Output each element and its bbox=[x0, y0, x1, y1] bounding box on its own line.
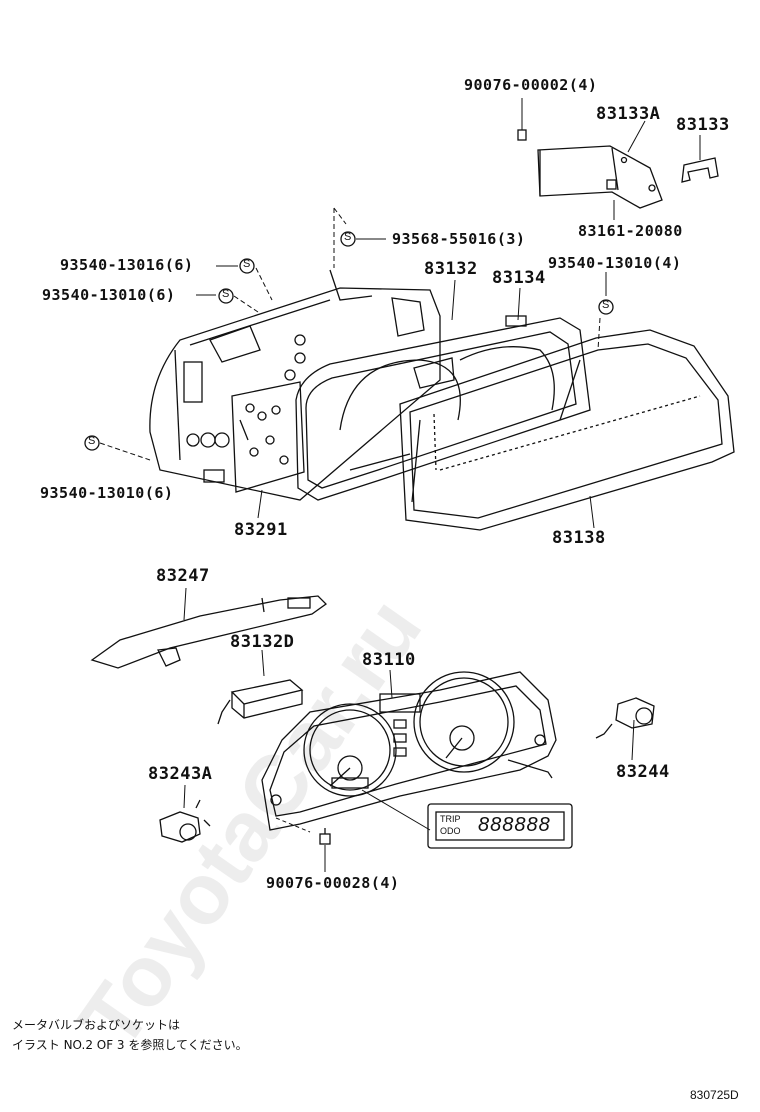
label-83244: 83244 bbox=[616, 762, 670, 782]
display-tag-odo: ODO bbox=[440, 826, 461, 836]
display-detail bbox=[427, 803, 573, 849]
s-symbol-4: S bbox=[602, 299, 610, 311]
label-83132d: 83132D bbox=[230, 632, 295, 652]
s-symbol-1: S bbox=[344, 231, 352, 243]
label-83133a: 83133A bbox=[596, 104, 661, 124]
s-symbols bbox=[84, 231, 614, 451]
label-93540-13016: 93540-13016(6) bbox=[60, 256, 194, 274]
label-83138: 83138 bbox=[552, 528, 606, 548]
label-93540-13010-a: 93540-13010(6) bbox=[42, 286, 176, 304]
s-symbol-2: S bbox=[243, 258, 251, 270]
label-bolt-top: 90076-00002(4) bbox=[464, 76, 598, 94]
part-83132d bbox=[217, 679, 304, 725]
s-symbol-3: S bbox=[222, 288, 230, 300]
dial-plate-83132 bbox=[295, 315, 591, 501]
label-93540-13010-b: 93540-13010(4) bbox=[548, 254, 682, 272]
label-83110: 83110 bbox=[362, 650, 416, 670]
lens-83138 bbox=[399, 329, 735, 531]
rear-housing bbox=[149, 269, 441, 501]
s-symbol-5: S bbox=[88, 435, 96, 447]
label-83132: 83132 bbox=[424, 259, 478, 279]
bracket-83133a bbox=[517, 129, 663, 209]
label-93540-13010-c: 93540-13010(6) bbox=[40, 484, 174, 502]
leader-lines bbox=[99, 98, 701, 872]
label-93568: 93568-55016(3) bbox=[392, 230, 526, 248]
bolt-bottom bbox=[319, 828, 331, 845]
socket-83244 bbox=[595, 697, 655, 739]
display-digits: 888888 bbox=[478, 814, 551, 836]
label-83133: 83133 bbox=[676, 115, 730, 135]
note-line-2: イラスト NO.2 OF 3 を参照してください。 bbox=[12, 1038, 248, 1052]
socket-83243a bbox=[159, 799, 211, 843]
label-bolt-bottom: 90076-00028(4) bbox=[266, 874, 400, 892]
label-83247: 83247 bbox=[156, 566, 210, 586]
label-83134: 83134 bbox=[492, 268, 546, 288]
label-83243a: 83243A bbox=[148, 764, 213, 784]
note-line-1: メータバルブおよびソケットは bbox=[12, 1018, 181, 1032]
circuit-plate-83291 bbox=[231, 381, 305, 493]
label-83161: 83161-20080 bbox=[578, 222, 683, 240]
display-tag-trip: TRIP bbox=[440, 814, 461, 824]
label-83291: 83291 bbox=[234, 520, 288, 540]
meter-assembly-83110 bbox=[261, 671, 557, 831]
diagram-code: 830725D bbox=[690, 1088, 739, 1102]
part-83247 bbox=[90, 595, 328, 669]
bracket-83133 bbox=[681, 157, 719, 183]
